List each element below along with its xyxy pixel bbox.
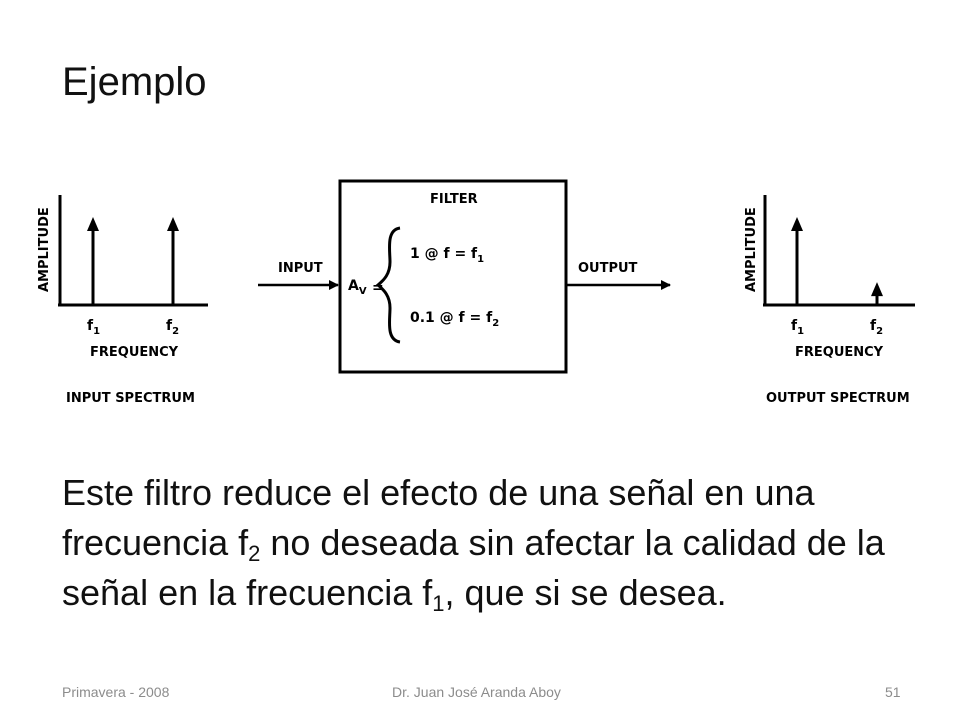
output-frequency-label: FREQUENCY (795, 345, 884, 360)
filter-title: FILTER (430, 192, 478, 207)
body-text-part-3: , que si se desea. (444, 572, 727, 613)
slide-title: Ejemplo (62, 60, 207, 104)
input-spectrum-caption: INPUT SPECTRUM (66, 391, 195, 406)
output-f1-label: f1 (791, 318, 804, 337)
gain-equals: = (372, 280, 384, 296)
input-spike-f2-head (167, 217, 179, 231)
input-spike-f1-head (87, 217, 99, 231)
output-f2-label: f2 (870, 318, 883, 337)
input-f1-label: f1 (87, 318, 100, 337)
footer-author: Dr. Juan José Aranda Aboy (392, 684, 561, 700)
output-spectrum: AMPLITUDE f1 f2 FREQUENCY OUTPUT SPECTRU… (744, 195, 915, 406)
input-frequency-label: FREQUENCY (90, 345, 179, 360)
input-arrow-label: INPUT (278, 261, 323, 276)
output-arrow-label: OUTPUT (578, 261, 638, 276)
filter-box (338, 179, 568, 374)
curly-brace (375, 226, 401, 344)
output-spectrum-caption: OUTPUT SPECTRUM (766, 391, 910, 406)
filter-diagram: AMPLITUDE f1 f2 FREQUENCY INPUT SPECTRUM… (37, 179, 915, 406)
body-subscript-f1: 1 (432, 591, 445, 616)
input-amplitude-label: AMPLITUDE (37, 207, 52, 292)
output-spike-f1-head (791, 217, 803, 231)
body-text-part-2: no deseada sin afectar la calidad de la … (62, 522, 885, 613)
filter-block: INPUT FILTER AV = 1 @ f = f1 0.1 @ f = f… (258, 179, 671, 374)
output-amplitude-label: AMPLITUDE (744, 207, 759, 292)
footer-date: Primavera - 2008 (62, 684, 170, 700)
body-text-part-1: Este filtro reduce el efecto de una seña… (62, 472, 815, 563)
gain-equation-2: 0.1 @ f = f2 (410, 310, 499, 329)
output-spike-f2-head (871, 282, 883, 297)
gain-equation-1: 1 @ f = f1 (410, 246, 484, 265)
input-f2-label: f2 (166, 318, 179, 337)
body-paragraph: Este filtro reduce el efecto de una seña… (62, 468, 932, 618)
gain-symbol: AV (348, 278, 367, 297)
footer-page-number: 51 (885, 684, 901, 700)
input-spectrum: AMPLITUDE f1 f2 FREQUENCY INPUT SPECTRUM (37, 195, 208, 406)
body-subscript-f2: 2 (248, 541, 261, 566)
